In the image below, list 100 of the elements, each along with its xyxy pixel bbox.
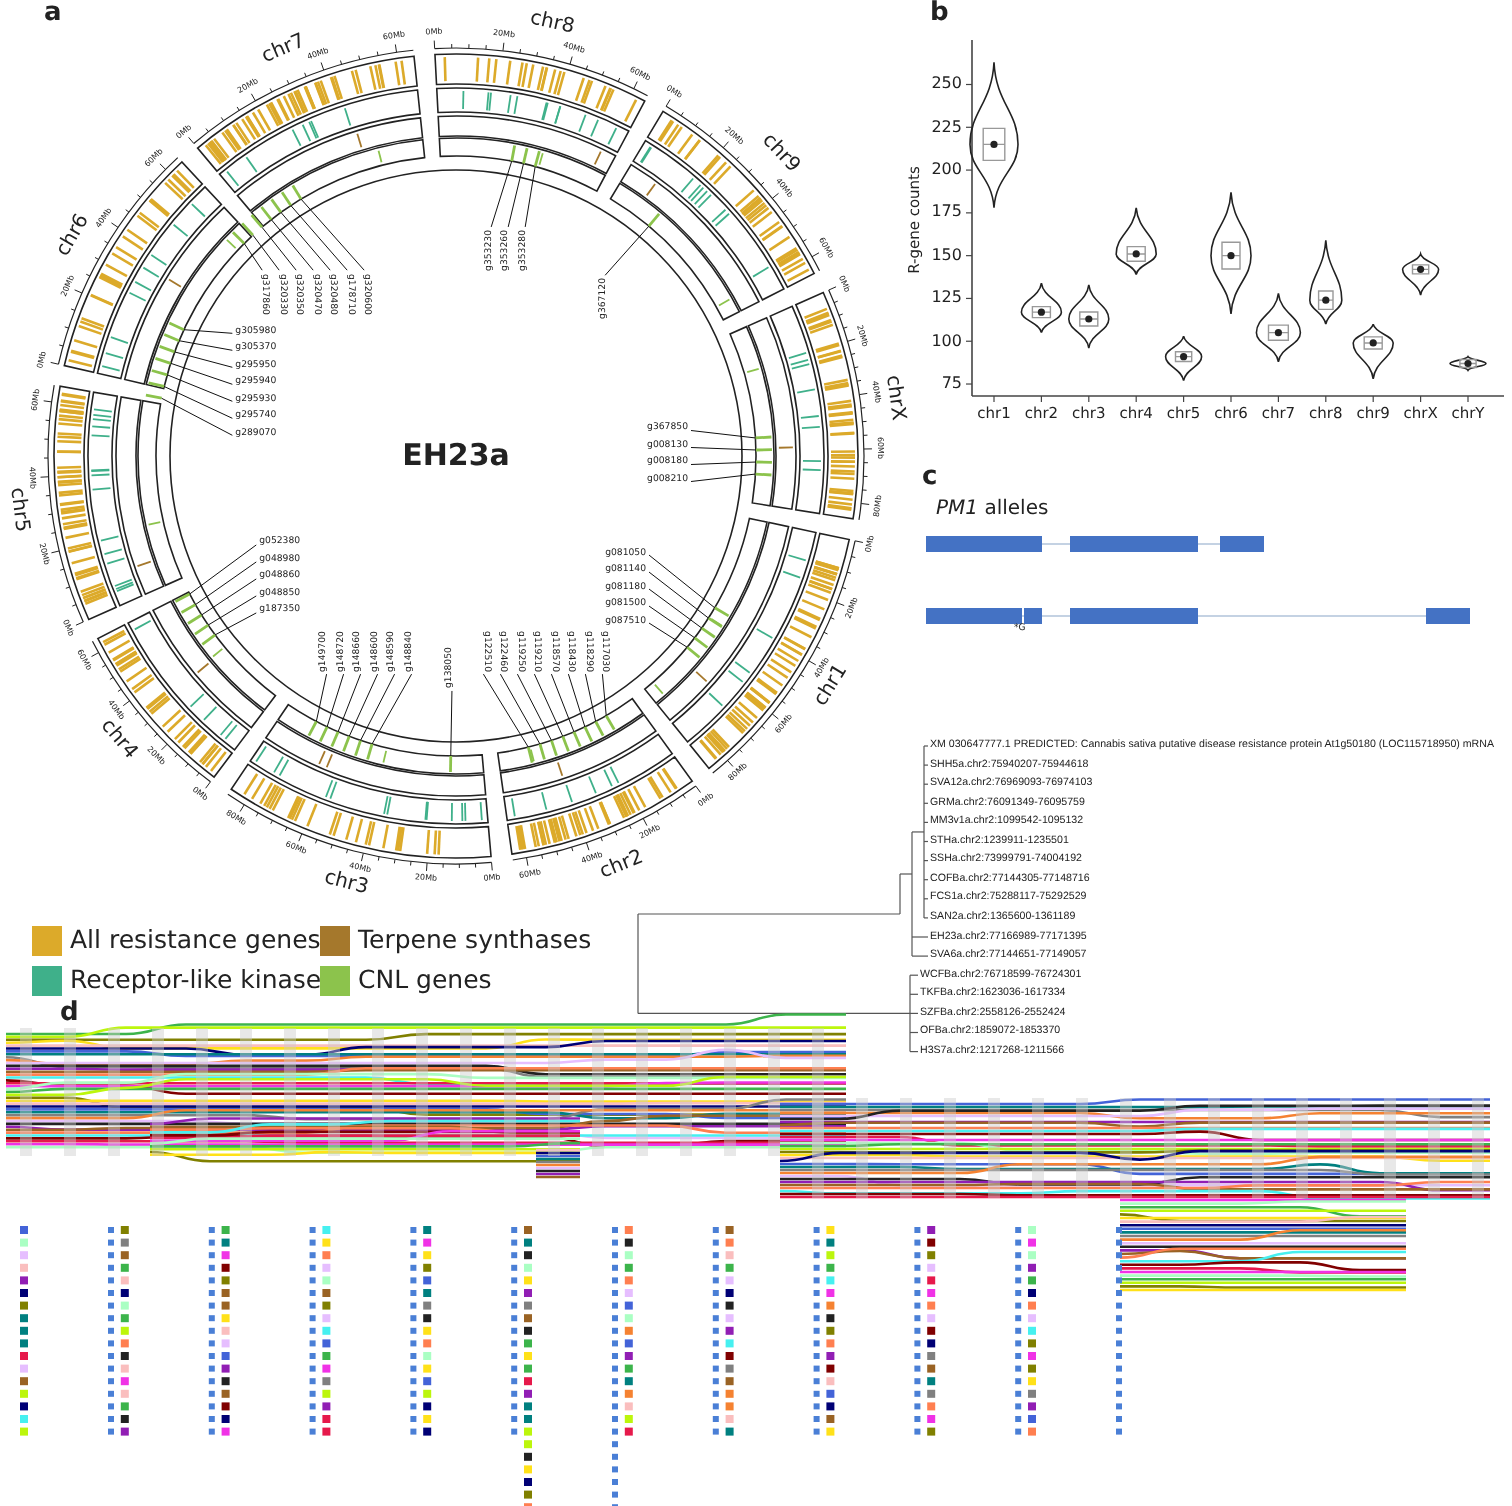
- leader-line: [648, 571, 709, 619]
- leader-line: [360, 673, 396, 741]
- gene-mark: [533, 150, 541, 167]
- leader-line: [450, 690, 453, 757]
- gene-mark: [605, 714, 616, 731]
- leader-line: [163, 386, 233, 419]
- gene-mark: [231, 231, 246, 245]
- leader-line: [166, 374, 233, 402]
- leader-line: [524, 166, 536, 228]
- gene-mark: [755, 472, 772, 477]
- gene-mark: [583, 726, 594, 742]
- gene-mark: [187, 613, 203, 625]
- leader-line: [243, 243, 263, 271]
- leader-line: [252, 234, 280, 271]
- leader-line: [174, 351, 233, 368]
- gene-mark: [174, 592, 191, 603]
- gene-mark: [168, 321, 185, 331]
- leader-line: [194, 561, 257, 606]
- leader-line: [648, 622, 688, 648]
- gene-mark: [572, 731, 582, 748]
- leader-line: [315, 673, 328, 722]
- panel-letter: d: [60, 1000, 79, 1026]
- leader-line: [290, 205, 348, 271]
- chromosome-label: chrX: [881, 374, 908, 423]
- gene-mark: [270, 198, 283, 214]
- leader-line: [261, 226, 297, 271]
- gene-mark: [291, 184, 303, 200]
- gene-mark: [241, 222, 254, 237]
- gene-mark: [526, 746, 534, 763]
- gene-mark: [538, 743, 546, 760]
- axis-tick-label: 125: [931, 290, 962, 307]
- leader-line: [507, 163, 524, 228]
- gene-mark: [700, 626, 716, 639]
- leader-line: [270, 219, 314, 271]
- panel-letter: b: [930, 0, 949, 26]
- gene-mark: [145, 393, 162, 400]
- gene-mark: [194, 623, 209, 636]
- gene-mark: [201, 633, 216, 646]
- genome-name: EH23a: [402, 441, 510, 471]
- leader-line: [207, 595, 257, 626]
- gene-mark: [250, 214, 264, 229]
- chromosome-label: chr7: [258, 31, 308, 68]
- gene-mark: [354, 739, 362, 757]
- leader-line: [280, 211, 331, 271]
- gene-mark: [686, 646, 701, 659]
- leader-line: [201, 578, 257, 616]
- gene-mark: [280, 191, 293, 207]
- axis-tick-label: 75: [941, 376, 962, 392]
- axis-tick-label: 200: [931, 162, 962, 179]
- leader-line: [584, 673, 597, 722]
- leader-line: [499, 673, 541, 745]
- leader-line: [648, 554, 716, 609]
- leader-line: [300, 198, 365, 271]
- gene-mark: [148, 381, 165, 388]
- gene-mark: [155, 357, 172, 365]
- leader-line: [690, 473, 756, 482]
- gene-mark: [330, 731, 340, 748]
- gene-mark: [550, 739, 558, 757]
- leader-line: [567, 673, 586, 728]
- gene-mark: [693, 636, 709, 649]
- leader-line: [178, 340, 233, 351]
- leader-line: [161, 397, 233, 436]
- gene-mark: [594, 720, 605, 737]
- axis-tick-label: 250: [931, 76, 962, 93]
- gene-mark: [714, 606, 730, 618]
- leader-line: [648, 588, 703, 629]
- leader-line: [516, 673, 552, 741]
- leader-line: [189, 544, 257, 595]
- axis-tick-label: 150: [931, 247, 962, 264]
- leader-line: [337, 673, 362, 733]
- axis-tick-label: 100: [931, 333, 962, 350]
- gene-mark: [180, 603, 197, 614]
- leader-line: [690, 447, 757, 451]
- leader-line: [214, 612, 257, 636]
- gene-mark: [707, 616, 723, 628]
- legend-label: CNL genes: [358, 968, 492, 993]
- gene-mark: [342, 735, 351, 752]
- legend-label: Terpene synthases: [358, 928, 592, 953]
- leader-line: [490, 160, 513, 228]
- legend-label: All resistance genes: [70, 928, 321, 953]
- gene-mark: [647, 213, 661, 228]
- chromosome-label: chr5: [4, 486, 30, 534]
- panel-letter: c: [922, 464, 938, 490]
- gene-mark: [561, 735, 570, 752]
- gene-mark: [449, 755, 453, 772]
- gene-mark: [510, 145, 517, 162]
- gene-mark: [260, 206, 273, 221]
- axis-tick-label: 225: [931, 119, 962, 136]
- gene-mark: [307, 720, 318, 737]
- leader-line: [550, 673, 575, 733]
- gene-mark: [755, 448, 772, 452]
- panel-letter: a: [44, 0, 62, 26]
- gene-mark: [159, 345, 176, 354]
- leader-line: [690, 430, 756, 439]
- gene-mark: [366, 743, 374, 760]
- leader-line: [533, 673, 564, 737]
- gene-mark: [755, 435, 772, 440]
- leader-line: [482, 673, 529, 748]
- gene-mark: [522, 147, 529, 164]
- gene-mark: [151, 369, 168, 377]
